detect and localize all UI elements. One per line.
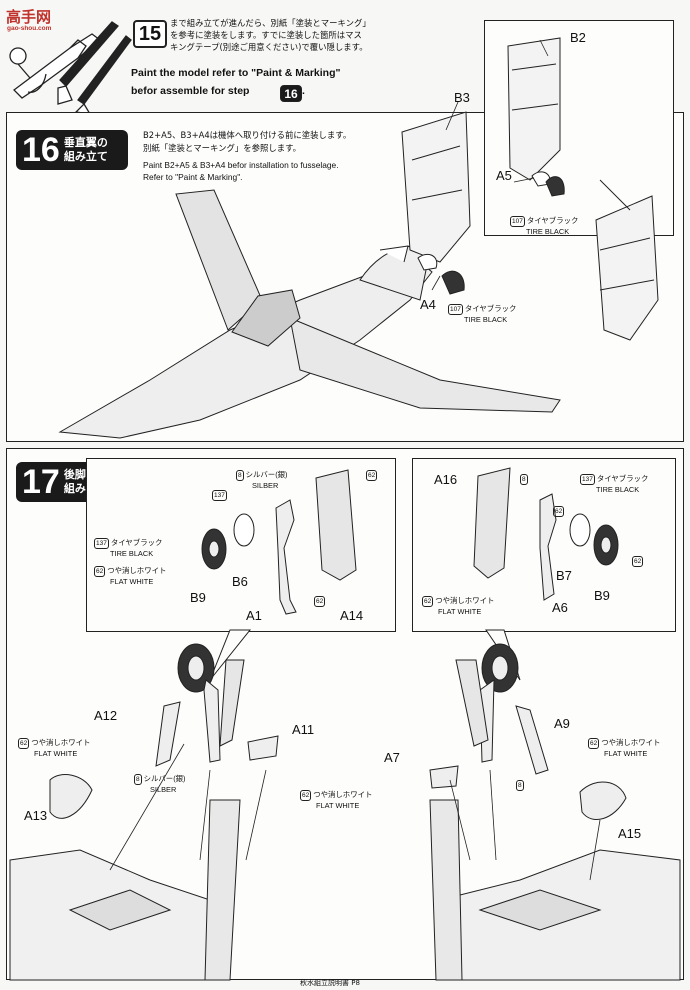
watermark-logo: 高手网 (6, 9, 52, 26)
paint-code-badge: 8 (520, 474, 528, 485)
paint-code-badge: 62 (314, 596, 326, 607)
step17-part-a6: A6 (552, 600, 568, 615)
step17-left-code137: 137 (212, 490, 229, 501)
step16-jp-line1: B2+A5、B3+A4は機体へ取り付ける前に塗装します。 (143, 130, 352, 140)
paint-jp-label: タイヤブラック (526, 216, 579, 225)
step17-part-a12: A12 (94, 708, 118, 723)
step15-en-line2: befor assemble for step (131, 85, 250, 97)
step15-en-period: . (302, 85, 305, 97)
paint-en-label: FLAT WHITE (110, 577, 154, 586)
paint-jp-label: つや消しホワイト (31, 738, 91, 747)
step17-part-a14: A14 (340, 608, 364, 623)
step15-jp-line1: まで組み立てが進んだら、別紙「塗装とマーキング」 (170, 18, 371, 28)
paint-code-badge: 62 (18, 738, 30, 749)
paint-en-label: TIRE BLACK (596, 485, 640, 494)
paint-en-label: SILBER (150, 785, 177, 794)
step16-title-line2: 組み立て (63, 150, 108, 163)
step16-jp-line2: 別紙「塗装とマーキング」を参照します。 (143, 143, 302, 153)
paint-en-label: FLAT WHITE (604, 749, 648, 758)
step17-part-a11: A11 (292, 722, 315, 737)
paint-en-label: SILBER (252, 481, 279, 490)
paint-en-label: FLAT WHITE (34, 749, 78, 758)
paint-en-label: TIRE BLACK (526, 227, 570, 236)
paint-code-badge: 8 (516, 780, 524, 791)
step15-jp-line3: キングテープ(別途ご用意ください)で覆い隠します。 (170, 42, 368, 52)
paint-code-badge: 137 (212, 490, 227, 501)
paint-code-badge: 62 (588, 738, 600, 749)
step16-title-line1: 垂直翼の (63, 136, 108, 149)
step17-main-right-code8: 8 (516, 780, 526, 791)
step15-step-ref: 16 (280, 85, 302, 102)
step16-en-line2: Refer to "Paint & Marking". (143, 172, 243, 182)
paint-jp-label: シルバー(銀) (143, 774, 186, 783)
step17-left-code62a: 62 (366, 470, 379, 481)
step16-part-b3: B3 (454, 90, 470, 105)
paint-en-label: FLAT WHITE (316, 801, 360, 810)
paint-jp-label: つや消しホワイト (601, 738, 661, 747)
step17-left-code62b: 62 (314, 596, 327, 607)
step17-right-code62a: 62 (553, 506, 566, 517)
step17-right-code62b: 62 (632, 556, 645, 567)
step17-part-b7: B7 (556, 568, 572, 583)
step17-part-a1: A1 (246, 608, 262, 623)
step17-part-b9-left: B9 (190, 590, 206, 605)
paint-code-badge: 62 (553, 506, 565, 517)
paint-jp-label: タイヤブラック (110, 538, 163, 547)
step17-part-a7: A7 (384, 750, 400, 765)
paint-en-label: FLAT WHITE (438, 607, 482, 616)
paint-code-badge: 62 (300, 790, 312, 801)
paint-en-label: TIRE BLACK (110, 549, 154, 558)
paint-jp-label: タイヤブラック (596, 474, 649, 483)
step16-header: 16 垂直翼の 組み立て (16, 130, 128, 170)
step17-part-a13: A13 (24, 808, 48, 823)
paint-en-label: TIRE BLACK (464, 315, 508, 324)
step15-number: 15 (133, 20, 167, 48)
step17-part-a16: A16 (434, 472, 458, 487)
paint-jp-label: つや消しホワイト (313, 790, 373, 799)
step17-right-code8: 8 (520, 474, 530, 485)
paint-code-badge: 62 (632, 556, 644, 567)
paint-code-badge: 137 (580, 474, 595, 485)
step16-part-b2: B2 (570, 30, 586, 45)
step16-part-a5: A5 (496, 168, 512, 183)
paint-code-badge: 137 (94, 538, 109, 549)
step17-part-b9-right: B9 (594, 588, 610, 603)
paint-code-badge: 62 (94, 566, 106, 577)
page-footer: 秋水組立説明書 P8 (300, 979, 360, 987)
step15-jp-line2: を参考に塗装をします。すでに塗装した箇所はマス (170, 30, 362, 40)
watermark-url: gao-shou.com (7, 25, 52, 32)
step15-en-line1: Paint the model refer to "Paint & Markin… (131, 67, 341, 79)
step16-number: 16 (22, 130, 60, 169)
paint-code-badge: 62 (422, 596, 434, 607)
paint-jp-label: つや消しホワイト (435, 596, 495, 605)
step16-part-a4: A4 (420, 297, 436, 312)
paint-code-badge: 8 (134, 774, 142, 785)
step16-en-line1: Paint B2+A5 & B3+A4 befor installation t… (143, 160, 339, 170)
paint-code-badge: 8 (236, 470, 244, 481)
step17-part-a15: A15 (618, 826, 642, 841)
step17-part-b6: B6 (232, 574, 248, 589)
step17-part-a9: A9 (554, 716, 570, 731)
step17-number: 17 (22, 462, 60, 501)
paint-jp-label: シルバー(銀) (245, 470, 288, 479)
paint-code-badge: 62 (366, 470, 378, 481)
paint-jp-label: つや消しホワイト (107, 566, 167, 575)
paint-jp-label: タイヤブラック (464, 304, 517, 313)
